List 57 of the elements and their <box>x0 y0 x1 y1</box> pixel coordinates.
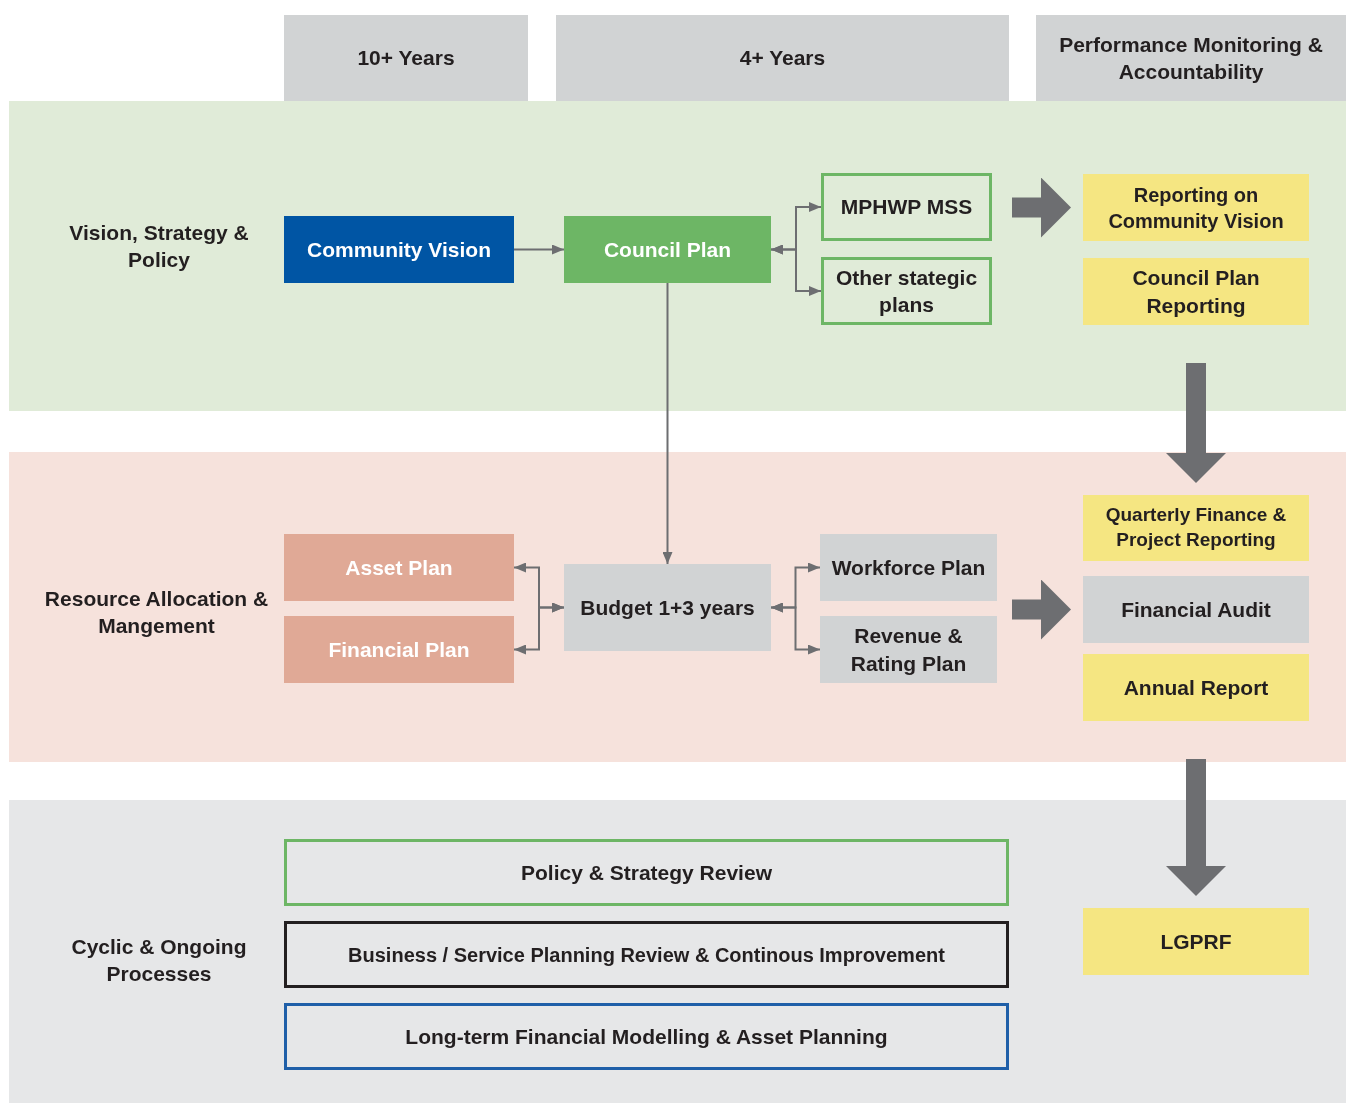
report-box <box>1083 258 1309 325</box>
process-box <box>1083 576 1309 643</box>
column-title: Performance Monitoring & Accountability <box>1058 31 1324 85</box>
connector-arrow <box>513 602 565 655</box>
box-label: Financial Plan <box>327 636 471 663</box>
lane-label: Vision, Strategy & Policy <box>69 219 249 273</box>
process-box <box>284 921 1009 988</box>
connector-arrow <box>770 602 821 655</box>
connector-arrow <box>770 244 822 296</box>
box-label: Council Plan <box>602 236 733 263</box>
process-box <box>820 616 997 683</box>
box-label: Business / Service Planning Review & Continous Improvement <box>347 942 946 968</box>
connector-arrow <box>513 244 565 255</box>
box-label: Revenue & Rating Plan <box>849 623 968 677</box>
box-label: Financial Audit <box>1120 596 1272 623</box>
block-arrow <box>1166 759 1226 896</box>
process-box <box>564 564 771 651</box>
column-header <box>1036 15 1346 101</box>
box-label: Policy & Strategy Review <box>520 859 773 886</box>
report-box <box>1083 908 1309 975</box>
report-box <box>1083 654 1309 721</box>
column-header <box>284 15 528 101</box>
box-label: Quarterly Finance & Project Reporting <box>1104 503 1288 552</box>
column-title: 10+ Years <box>356 45 456 72</box>
lane-label: Resource Allocation & Mangement <box>44 585 269 639</box>
connector-arrow <box>662 282 673 565</box>
column-header <box>556 15 1009 101</box>
process-box <box>284 839 1009 906</box>
report-box <box>1083 495 1309 561</box>
process-box <box>284 1003 1009 1070</box>
box-label: MPHWP MSS <box>839 194 974 221</box>
box-label: LGPRF <box>1159 928 1233 955</box>
process-box <box>284 534 514 601</box>
box-label: Council Plan Reporting <box>1131 265 1261 319</box>
process-box <box>821 173 992 241</box>
swimlane-band <box>9 452 1346 762</box>
process-box <box>284 616 514 683</box>
box-label: Reporting on Community Vision <box>1107 182 1285 234</box>
swimlane-band <box>9 800 1346 1103</box>
process-box <box>820 534 997 601</box>
box-label: Annual Report <box>1122 674 1270 701</box>
process-box <box>821 257 992 325</box>
box-label: Budget 1+3 years <box>579 594 756 621</box>
block-arrow <box>1166 363 1226 483</box>
swimlane-band <box>9 101 1346 411</box>
box-label: Other stategic plans <box>834 264 979 318</box>
lane-label: Cyclic & Ongoing Processes <box>70 933 248 987</box>
block-arrow <box>1012 579 1071 640</box>
column-title: 4+ Years <box>738 45 827 72</box>
process-box <box>284 216 514 283</box>
report-box <box>1083 174 1309 241</box>
box-label: Workforce Plan <box>830 554 987 581</box>
box-label: Asset Plan <box>344 554 454 581</box>
block-arrow <box>1012 177 1071 238</box>
box-label: Long-term Financial Modelling & Asset Planning <box>404 1023 889 1050</box>
process-box <box>564 216 771 283</box>
box-label: Community Vision <box>306 236 492 263</box>
